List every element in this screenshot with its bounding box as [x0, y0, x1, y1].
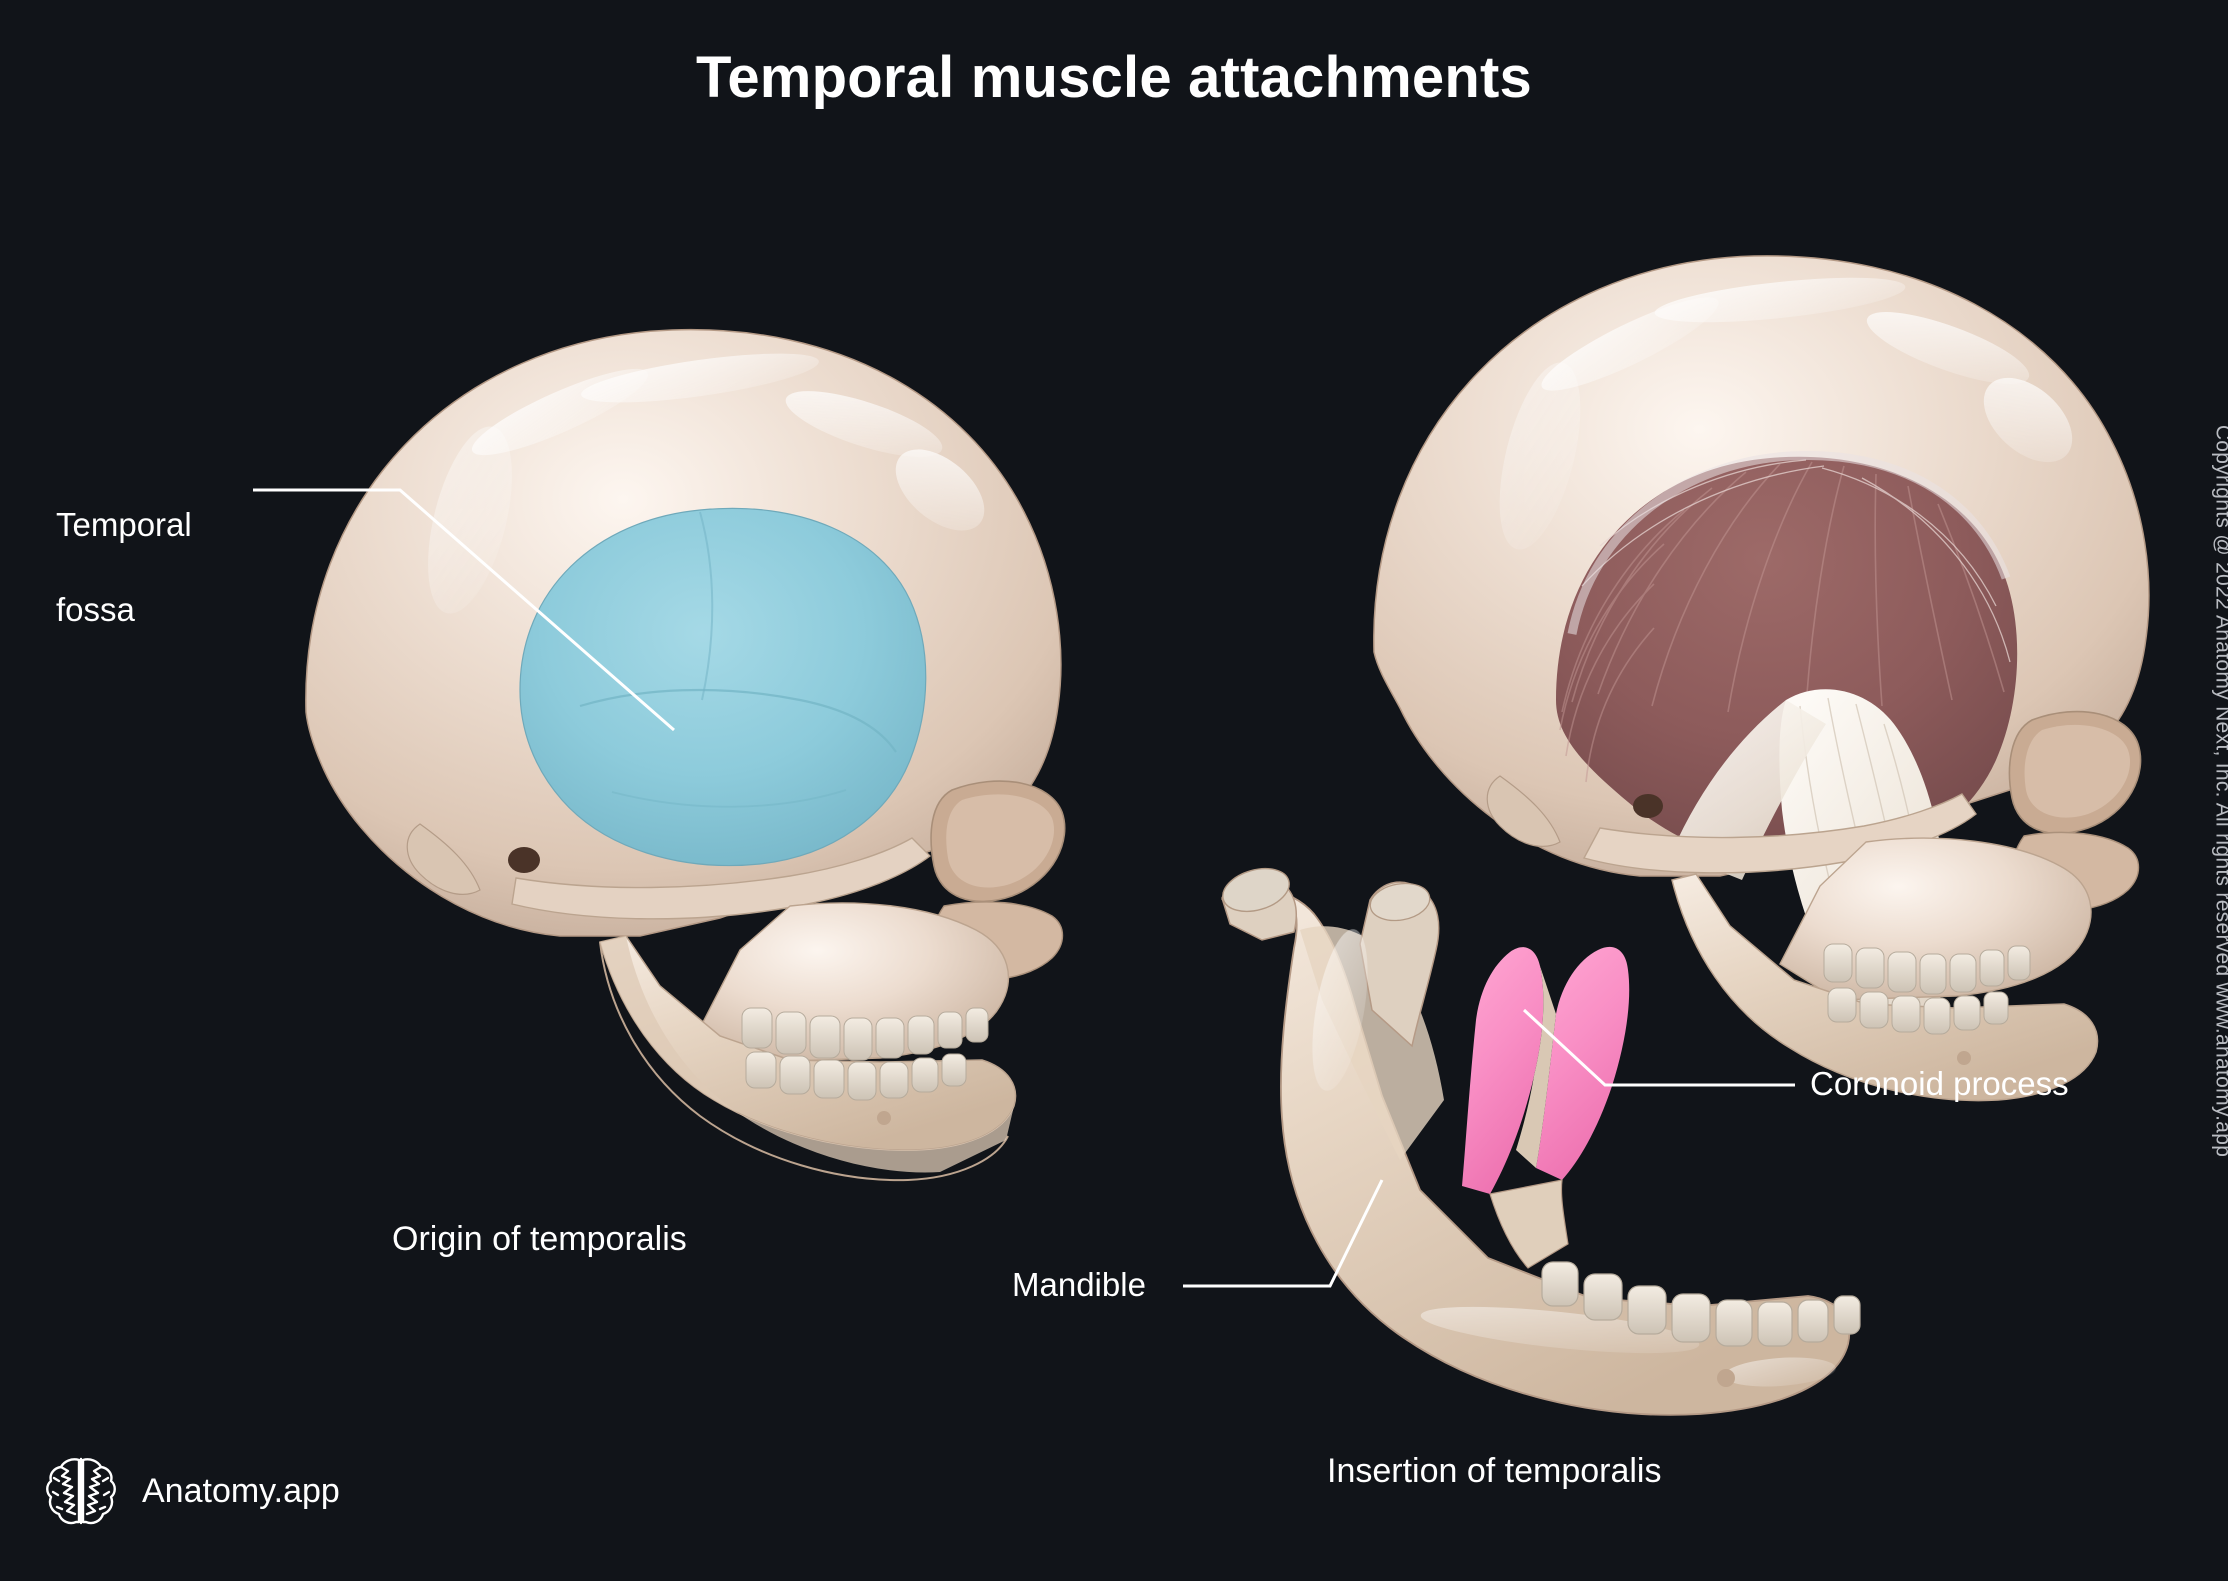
label-temporal-fossa-line2: fossa [56, 590, 135, 628]
leader-temporal-fossa [253, 488, 675, 732]
temporalis-muscle [1556, 456, 2018, 868]
label-mandible: Mandible [1012, 1266, 1146, 1303]
leader-mandible [1183, 1179, 1384, 1288]
mandible-left [599, 935, 1017, 1151]
muscle-superior-edge [1567, 450, 2011, 635]
coronoid-process-highlight-near [1462, 947, 1544, 1194]
label-coronoid-process: Coronoid process [1810, 1065, 2069, 1102]
temporal-fossa-highlight [519, 507, 927, 867]
coronoid-process-highlight-far [1536, 946, 1630, 1180]
leader-coronoid-process [1522, 1008, 1795, 1087]
brain-icon [46, 1457, 116, 1525]
temporalis-tendon [1779, 689, 1948, 1058]
isolated-mandible-illustration [1221, 867, 1861, 1416]
anatomy-app-logo[interactable]: Anatomy.app [42, 1452, 340, 1530]
mental-foramen-left [877, 1111, 891, 1125]
external-acoustic-meatus [508, 847, 540, 873]
label-temporal-fossa: Temporal fossa [56, 462, 286, 631]
mandible-body [1221, 877, 1851, 1416]
leader-lines [253, 488, 1795, 1288]
page-title: Temporal muscle attachments [696, 45, 1532, 110]
mental-foramen [1717, 1369, 1735, 1387]
caption-origin-of-temporalis: Origin of temporalis [392, 1220, 687, 1258]
muscle-fibers [1559, 461, 2005, 783]
mandible-teeth [1541, 1261, 1861, 1347]
zygomatic-arch [511, 837, 932, 920]
label-temporal-fossa-line1: Temporal [56, 506, 192, 544]
condylar-process [1221, 873, 1298, 941]
upper-teeth [741, 1007, 989, 1061]
orbit [930, 780, 1066, 903]
caption-insertion-of-temporalis: Insertion of temporalis [1327, 1452, 1662, 1490]
lower-teeth [745, 1051, 967, 1101]
logo-text: Anatomy.app [142, 1471, 340, 1510]
right-skull-teeth [1823, 943, 2031, 1035]
right-skull-illustration [1373, 255, 2150, 1102]
copyright-text: Copyrights @ 2022 Anatomy Next, Inc. All… [2211, 424, 2228, 1157]
left-skull-illustration [305, 328, 1066, 1182]
nasal-aperture [930, 901, 1064, 981]
